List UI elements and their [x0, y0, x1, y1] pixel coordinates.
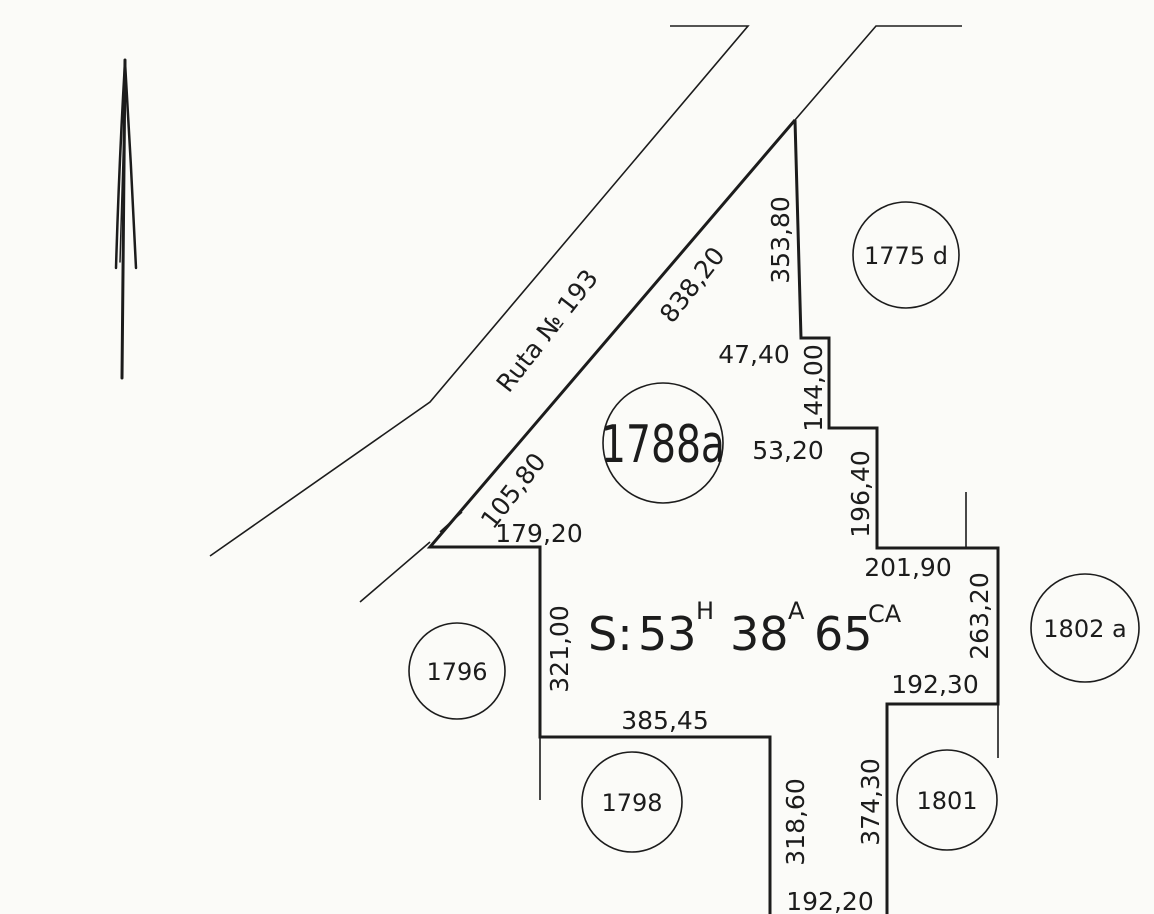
- surface-h-unit: H: [696, 597, 714, 625]
- road-edge-east: [794, 25, 962, 121]
- dim-192-20: 192,20: [786, 887, 873, 914]
- surface-centiares: 65: [814, 607, 873, 661]
- surface-hectares: 53: [638, 607, 697, 661]
- parcel-label-1802a: 1802 a: [1043, 615, 1126, 643]
- parcel-1796: 1796: [408, 622, 506, 720]
- parcel-1801: 1801: [896, 749, 998, 851]
- road-ruta-193: [209, 25, 962, 603]
- surface-ares: 38: [730, 607, 789, 661]
- parcel-boundary-1788a: [426, 119, 1000, 914]
- dim-192-30: 192,30: [891, 670, 978, 699]
- dim-144-00: 144,00: [799, 344, 828, 431]
- road-label: Ruta № 193: [491, 264, 604, 398]
- parcel-label-1798: 1798: [601, 789, 662, 817]
- surface-a-unit: A: [788, 597, 805, 625]
- parcel-label-1775d: 1775 d: [864, 242, 948, 270]
- road-edge-west: [209, 25, 750, 557]
- parcel-1798: 1798: [581, 751, 683, 853]
- parcel-1788a: 1788a: [601, 382, 725, 504]
- parcel-1775d: 1775 d: [852, 201, 960, 309]
- dim-201-90: 201,90: [864, 553, 951, 582]
- north-arrow-icon: [114, 58, 138, 380]
- dim-374-30: 374,30: [856, 758, 885, 845]
- surface-ca-unit: CA: [868, 600, 902, 628]
- dim-318-60: 318,60: [781, 778, 810, 865]
- parcel-1802a: 1802 a: [1030, 573, 1140, 683]
- surface-area: S: 53 H 38 A 65 CA: [588, 597, 902, 661]
- dim-179-20: 179,20: [495, 519, 582, 548]
- dim-385-45: 385,45: [621, 706, 708, 735]
- dim-353-80: 353,80: [766, 196, 795, 283]
- dim-47-40: 47,40: [718, 340, 790, 369]
- dim-321-00: 321,00: [545, 605, 574, 692]
- surface-prefix: S:: [588, 607, 633, 661]
- dim-196-40: 196,40: [846, 450, 875, 537]
- parcel-label-1796: 1796: [426, 658, 487, 686]
- dim-53-20: 53,20: [752, 436, 824, 465]
- parcel-label-1788a: 1788a: [601, 415, 725, 475]
- road-edge-east-lower: [359, 541, 431, 603]
- parcel-label-1801: 1801: [916, 787, 977, 815]
- corner-tick: [439, 511, 463, 533]
- dim-838-20: 838,20: [654, 241, 731, 328]
- dim-263-20: 263,20: [965, 572, 994, 659]
